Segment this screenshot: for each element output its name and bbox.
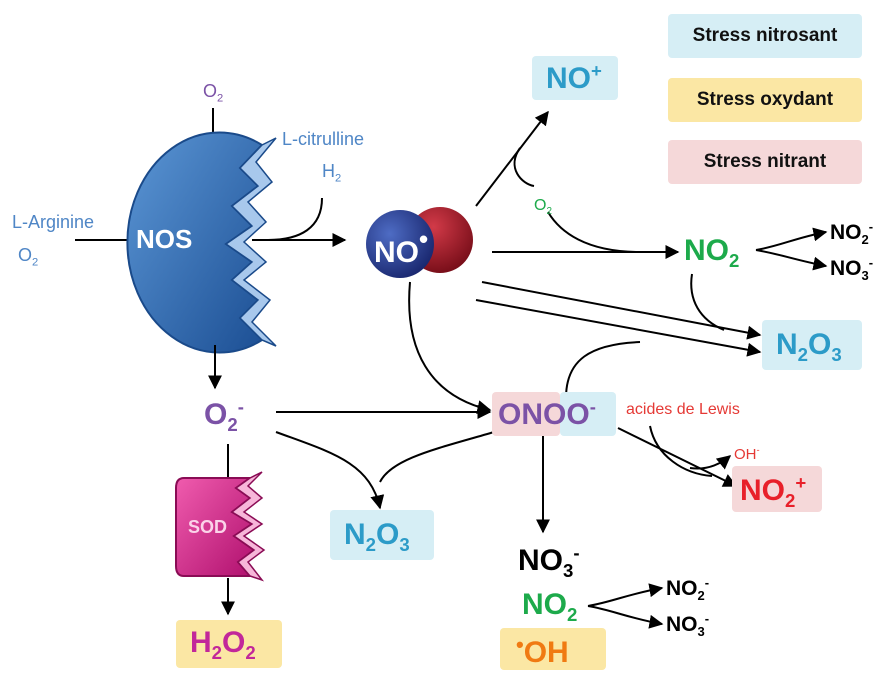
superoxide-label: O2- <box>204 396 244 435</box>
no-to-n2o3-arrow-2 <box>475 299 762 357</box>
legend-nitrosant: Stress nitrosant <box>668 14 862 58</box>
no2-product-nitrate: NO3- <box>830 255 874 284</box>
no-to-onoo-arrow <box>408 281 492 414</box>
no2-bottom-fork-lower <box>587 605 664 629</box>
no2-to-n2o3-curve <box>690 273 725 331</box>
no2-bottom-product-nitrate: NO3- <box>666 611 710 640</box>
legend-nitrant-label: Stress nitrant <box>703 151 827 172</box>
no-to-noplus-arrow <box>475 110 549 207</box>
o2-left-label: O2 <box>18 245 39 269</box>
oh-minus-label: OH- <box>734 445 760 463</box>
h2-label: H2 <box>322 161 342 185</box>
sod-label: SOD <box>188 517 228 537</box>
no-plus-label: NO+ <box>546 60 602 95</box>
oh-minus-curve <box>689 455 732 470</box>
no2-label: NO2 <box>684 234 740 271</box>
nos-bevel <box>224 137 277 347</box>
o2-green-label: O2 <box>534 197 552 218</box>
hydroxyl-box <box>500 628 606 670</box>
peroxynitrite-label: ONOO- <box>498 396 596 431</box>
o2-green-curve <box>547 211 641 253</box>
nitronium-box <box>732 466 822 512</box>
arginine-label: L-Arginine <box>12 212 95 232</box>
no-radical-label: NO• <box>374 224 429 269</box>
citrulline-label: L-citrulline <box>282 129 365 149</box>
no2-bottom-label: NO2 <box>522 588 578 625</box>
legend-nitrant: Stress nitrant <box>668 140 862 184</box>
no2-fork-upper <box>755 227 828 251</box>
onoo-nitrosant-box <box>560 392 616 436</box>
onoo-nitrant-box <box>492 392 560 436</box>
no-to-noplus-curve <box>513 147 535 187</box>
h2o2-label: H2O2 <box>190 626 256 663</box>
legend-oxydant-label: Stress oxydant <box>696 89 834 110</box>
no2-fork-lower <box>755 249 828 271</box>
hydroxyl-label: •OH <box>516 632 569 669</box>
no-to-n2o3-arrow-1 <box>481 281 762 340</box>
no-plus-box <box>532 56 618 100</box>
onoo-to-n2o3-bottom-curve <box>379 431 495 483</box>
legend-oxydant: Stress oxydant <box>668 78 862 122</box>
n2o3-bottom-label: N2O3 <box>344 518 410 555</box>
nitronium-label: NO2+ <box>740 472 807 511</box>
n2o3-bottom-box <box>330 510 434 560</box>
n2o3-right-box <box>762 320 862 370</box>
h2-curve <box>267 197 323 241</box>
legend-nitrosant-label: Stress nitrosant <box>692 25 838 46</box>
lewis-curve <box>649 425 713 477</box>
sod-bevel <box>230 471 266 582</box>
no-blue-sphere <box>366 210 434 278</box>
n2o3-right-label: N2O3 <box>776 328 842 365</box>
no3-bottom-label: NO3- <box>518 542 580 581</box>
nos-label: NOS <box>136 224 193 254</box>
no2-bottom-fork-upper <box>587 583 664 607</box>
o2-top-label: O2 <box>203 81 224 105</box>
no2-product-nitrite: NO2- <box>830 219 874 248</box>
lewis-label: acides de Lewis <box>626 401 740 418</box>
onoo-to-n2o3-curve <box>565 341 641 399</box>
no2-bottom-product-nitrite: NO2- <box>666 575 710 604</box>
h2o2-box <box>176 620 282 668</box>
onoo-to-nitronium-arrow <box>617 427 738 487</box>
superoxide-to-n2o3-arrow <box>275 431 385 510</box>
